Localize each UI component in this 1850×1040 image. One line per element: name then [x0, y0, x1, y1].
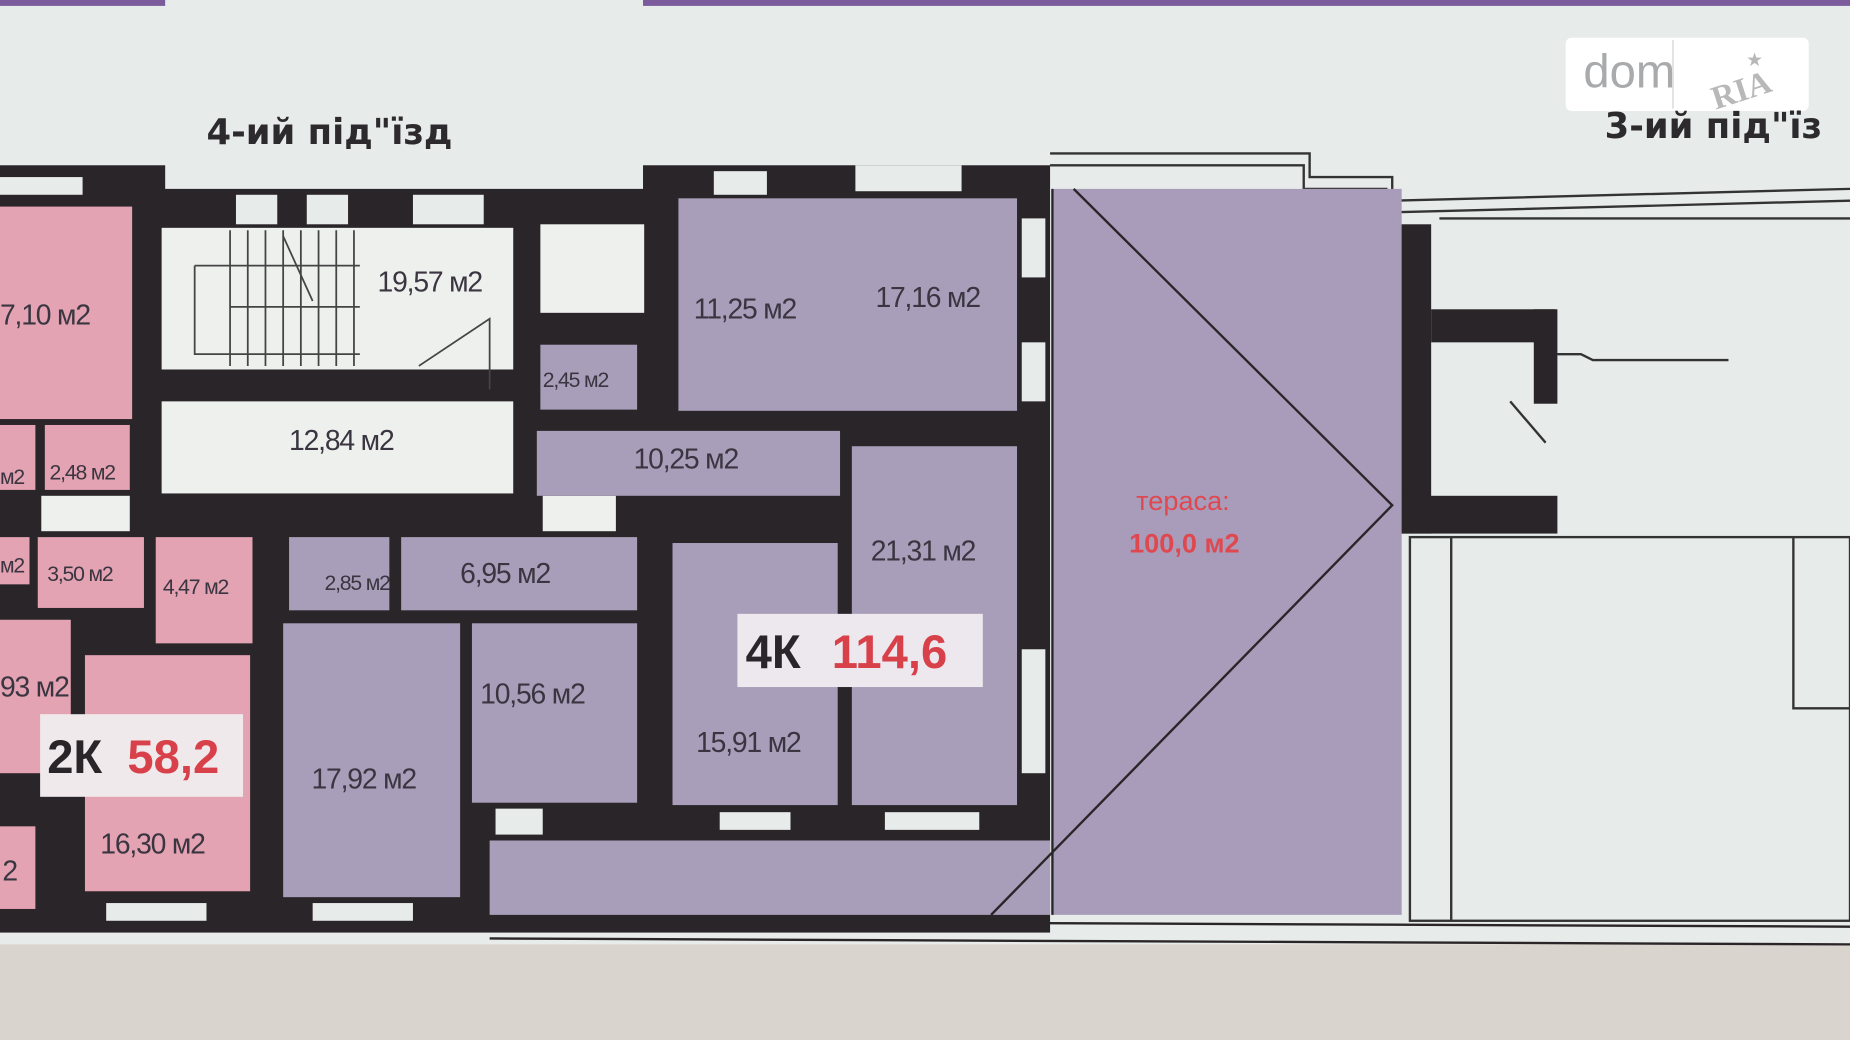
room-area-label: 12,84 м2 — [289, 425, 394, 457]
room-area-label: м2 — [0, 554, 24, 578]
window — [713, 171, 767, 195]
window — [106, 903, 207, 921]
terrace-lines — [489, 188, 1850, 946]
window — [306, 194, 349, 225]
apartment-rooms: 2К — [47, 731, 102, 784]
room-area-label: 7,10 м2 — [0, 300, 90, 332]
room-area-label: 4,47 м2 — [163, 575, 229, 599]
window — [1021, 218, 1046, 278]
room-area-label: м2 — [0, 465, 24, 489]
room-area-label: 2,85 м2 — [324, 571, 390, 595]
room-area-label: 11,25 м2 — [694, 294, 797, 326]
common-areas — [161, 224, 645, 532]
room-area-label: 3,50 м2 — [47, 562, 113, 586]
window — [855, 165, 962, 192]
table-surface — [0, 944, 1850, 1040]
exterior — [165, 0, 644, 189]
window — [1021, 649, 1046, 774]
room-area-label: 2,45 м2 — [543, 368, 609, 392]
room-area-label: 21,31 м2 — [871, 536, 976, 568]
terrace-area: 100,0 м2 — [1129, 527, 1240, 558]
window — [884, 812, 980, 830]
logo-dom-text: dom — [1583, 45, 1675, 98]
star-icon: ★ — [1746, 49, 1763, 71]
window — [412, 194, 484, 225]
entrance-4-heading: 4-ий під"їзд — [206, 112, 452, 153]
wall — [1533, 309, 1558, 404]
corridor-gap — [41, 495, 130, 532]
window — [235, 194, 278, 225]
apartment-badge-4k: 4К 114,6 — [737, 613, 983, 688]
room-area-label: 2,48 м2 — [50, 460, 116, 484]
apartment-area: 58,2 — [127, 731, 219, 784]
room-area-label: 2 — [2, 856, 17, 888]
room-area-label: 19,57 м2 — [378, 267, 483, 299]
window — [719, 812, 791, 830]
room-area-label: 10,25 м2 — [634, 444, 739, 476]
room-area-label: 15,91 м2 — [696, 727, 801, 759]
top-bar — [0, 0, 1850, 6]
window — [0, 177, 83, 195]
staircase — [193, 230, 491, 390]
room-area-label: 93 м2 — [0, 671, 69, 703]
window — [495, 808, 543, 835]
apartment-rooms: 4К — [746, 626, 801, 679]
apartment-area: 114,6 — [832, 626, 947, 679]
room-area-label: 16,30 м2 — [100, 828, 205, 860]
room-area-label: 10,56 м2 — [480, 679, 585, 711]
terrace-label: тераса: — [1136, 485, 1230, 516]
room-area-label: 17,92 м2 — [311, 764, 416, 796]
room-area-label: 6,95 м2 — [460, 558, 550, 590]
window — [312, 903, 413, 921]
entrance-3-heading: 3-ий під"їз — [1605, 106, 1822, 147]
window — [1021, 342, 1046, 402]
room-area-label: 17,16 м2 — [875, 282, 980, 314]
wall — [1398, 495, 1558, 534]
entrance-3-outline — [1050, 152, 1850, 922]
domria-logo: dom RIA ★ — [1565, 37, 1809, 117]
apartment-badge-2k: 2К 58,2 — [40, 714, 244, 797]
wall — [1398, 224, 1432, 534]
